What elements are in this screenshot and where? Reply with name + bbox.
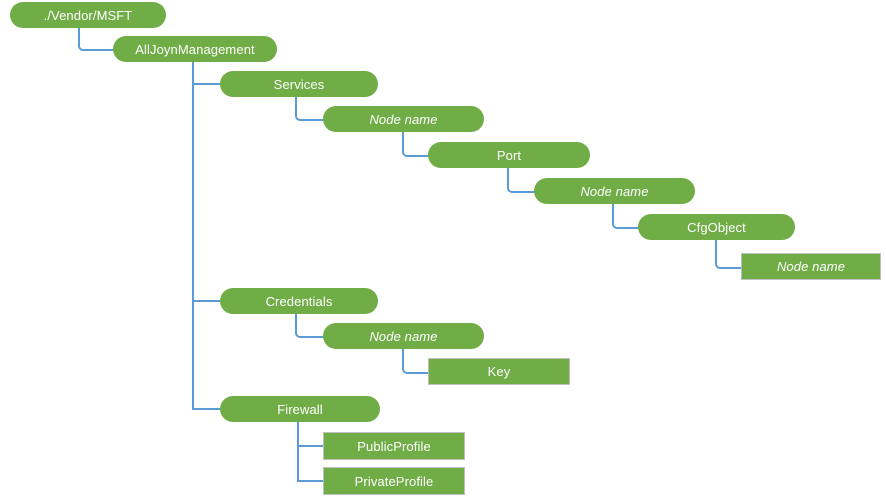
node-privateprofile[interactable]: PrivateProfile [323, 467, 465, 495]
node-cfgobject-node-name[interactable]: Node name [741, 253, 881, 280]
node-vendor-msft[interactable]: ./Vendor/MSFT [10, 2, 166, 28]
node-credentials-node-name[interactable]: Node name [323, 323, 484, 349]
connector-nodename-to-port [402, 132, 430, 157]
connector-services-to-nodename [295, 97, 325, 121]
node-credentials[interactable]: Credentials [220, 288, 378, 314]
connector-alljoyn-trunk [192, 62, 194, 410]
connector-alljoyn-to-credentials [192, 300, 220, 302]
connector-nodename-to-cfgobject [612, 204, 640, 229]
connector-port-to-nodename [507, 168, 536, 193]
node-port-node-name[interactable]: Node name [534, 178, 695, 204]
node-port[interactable]: Port [428, 142, 590, 168]
connector-credentials-to-nodename [295, 314, 325, 338]
node-firewall[interactable]: Firewall [220, 396, 380, 422]
node-services-node-name[interactable]: Node name [323, 106, 484, 132]
node-cfgobject[interactable]: CfgObject [638, 214, 795, 240]
connector-firewall-to-publicprofile [297, 445, 323, 447]
connector-firewall-trunk [297, 422, 299, 482]
connector-nodename-to-key [402, 349, 430, 374]
connector-alljoyn-to-services [192, 83, 220, 85]
connector-firewall-to-privateprofile [297, 480, 323, 482]
node-key[interactable]: Key [428, 358, 570, 385]
connector-alljoyn-to-firewall [192, 408, 220, 410]
connector-cfgobject-to-nodename [715, 240, 743, 269]
node-publicprofile[interactable]: PublicProfile [323, 432, 465, 460]
node-services[interactable]: Services [220, 71, 378, 97]
node-alljoynmanagement[interactable]: AllJoynManagement [113, 36, 277, 62]
connector-vendor-to-alljoyn [78, 28, 115, 51]
